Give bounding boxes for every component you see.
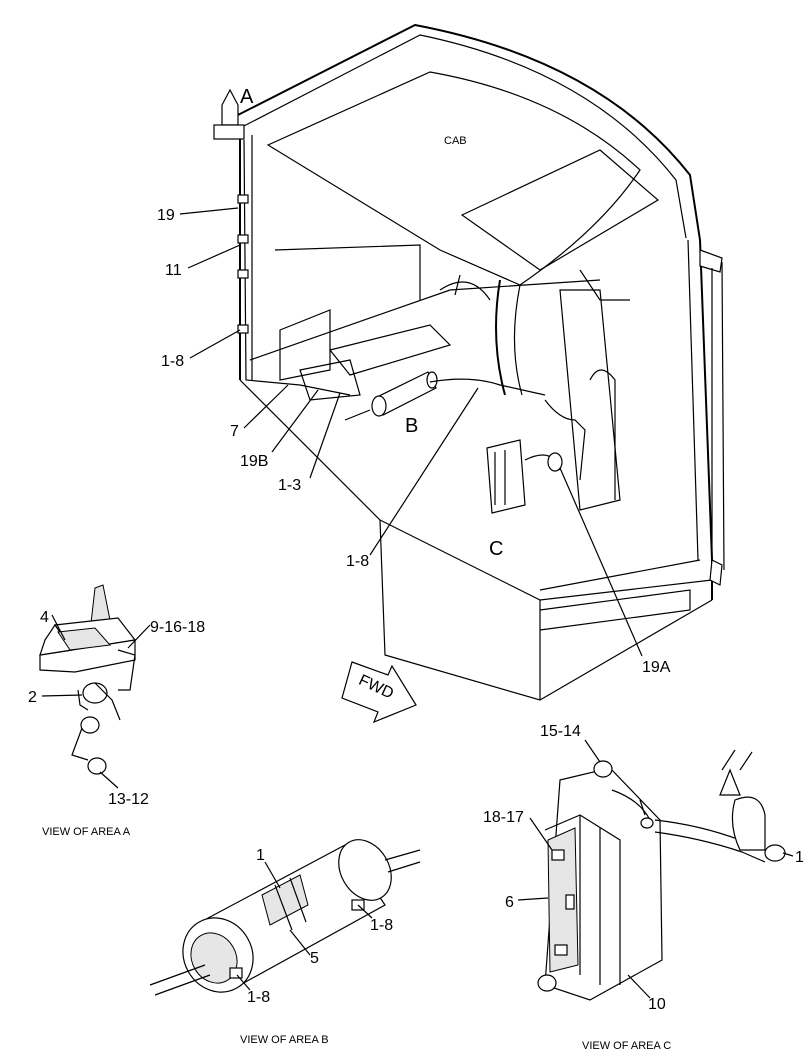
leader-11 — [187, 244, 241, 269]
leader-5 — [289, 929, 311, 956]
part-2-label: 2 — [28, 689, 37, 706]
leader-2 — [41, 694, 83, 697]
part-1-3-label: 1-3 — [278, 477, 301, 494]
leader-9-16-18 — [127, 624, 151, 649]
leader-6 — [517, 897, 549, 901]
leader-18-17 — [529, 817, 553, 851]
leader-7 — [243, 384, 289, 429]
leader-1-3 — [309, 392, 341, 479]
main-labels: CAB A B C 19 11 1-8 7 19B 1-3 1-8 19A — [157, 86, 671, 676]
controller-c — [486, 399, 586, 514]
view-area-b: 1 1-8 5 1-8 VIEW OF AREA B — [149, 839, 421, 1046]
part-4-label: 4 — [40, 609, 49, 626]
part-10-label: 10 — [648, 996, 666, 1013]
part-19a-label: 19A — [642, 659, 671, 676]
part-15-14-label: 15-14 — [540, 723, 581, 740]
view-area-c-caption: VIEW OF AREA C — [582, 1040, 671, 1052]
leader-1-8-b-right — [357, 904, 373, 919]
cylinder-b — [344, 371, 546, 421]
leader-19a — [559, 467, 643, 657]
part-6-label: 6 — [505, 894, 514, 911]
leader-1-8-left — [189, 329, 241, 359]
part-1-8-left-label: 1-8 — [161, 353, 184, 370]
part-9-16-18-label: 9-16-18 — [150, 619, 205, 636]
part-1-b-label: 1 — [256, 847, 265, 864]
leader-10 — [627, 974, 651, 999]
part-1-8-center-label: 1-8 — [346, 553, 369, 570]
view-area-b-caption: VIEW OF AREA B — [240, 1034, 329, 1046]
leader-1-b — [264, 861, 281, 889]
leader-1-8-b-bottom — [236, 974, 251, 991]
leader-19b — [271, 389, 319, 453]
part-1-8-b-bottom-label: 1-8 — [247, 989, 270, 1006]
leader-13-12 — [99, 771, 119, 789]
area-a-label: A — [240, 86, 254, 108]
area-c-label: C — [489, 538, 503, 560]
part-18-17-label: 18-17 — [483, 809, 524, 826]
part-5-label: 5 — [310, 950, 319, 967]
part-7-label: 7 — [230, 423, 239, 440]
cab-label: CAB — [444, 135, 467, 147]
part-11-label: 11 — [165, 262, 182, 279]
view-area-a: 4 9-16-18 2 13-12 VIEW OF AREA A — [28, 584, 205, 838]
leader-19 — [179, 207, 239, 215]
part-19b-label: 19B — [240, 453, 268, 470]
part-1-c-label: 1 — [795, 849, 804, 866]
view-area-a-caption: VIEW OF AREA A — [42, 826, 131, 838]
cab-assembly — [213, 23, 725, 701]
leader-15-14 — [584, 739, 601, 763]
part-1-8-b-right-label: 1-8 — [370, 917, 393, 934]
part-19-label: 19 — [157, 207, 175, 224]
leader-4 — [51, 614, 66, 641]
forward-arrow: FWD — [341, 661, 417, 724]
view-area-c: 15-14 18-17 6 10 1 VIEW OF AREA C — [483, 723, 804, 1052]
leader-1-8-center — [369, 387, 479, 556]
part-13-12-label: 13-12 — [108, 791, 149, 808]
leader-1-c — [782, 852, 794, 857]
area-b-label: B — [405, 415, 418, 437]
